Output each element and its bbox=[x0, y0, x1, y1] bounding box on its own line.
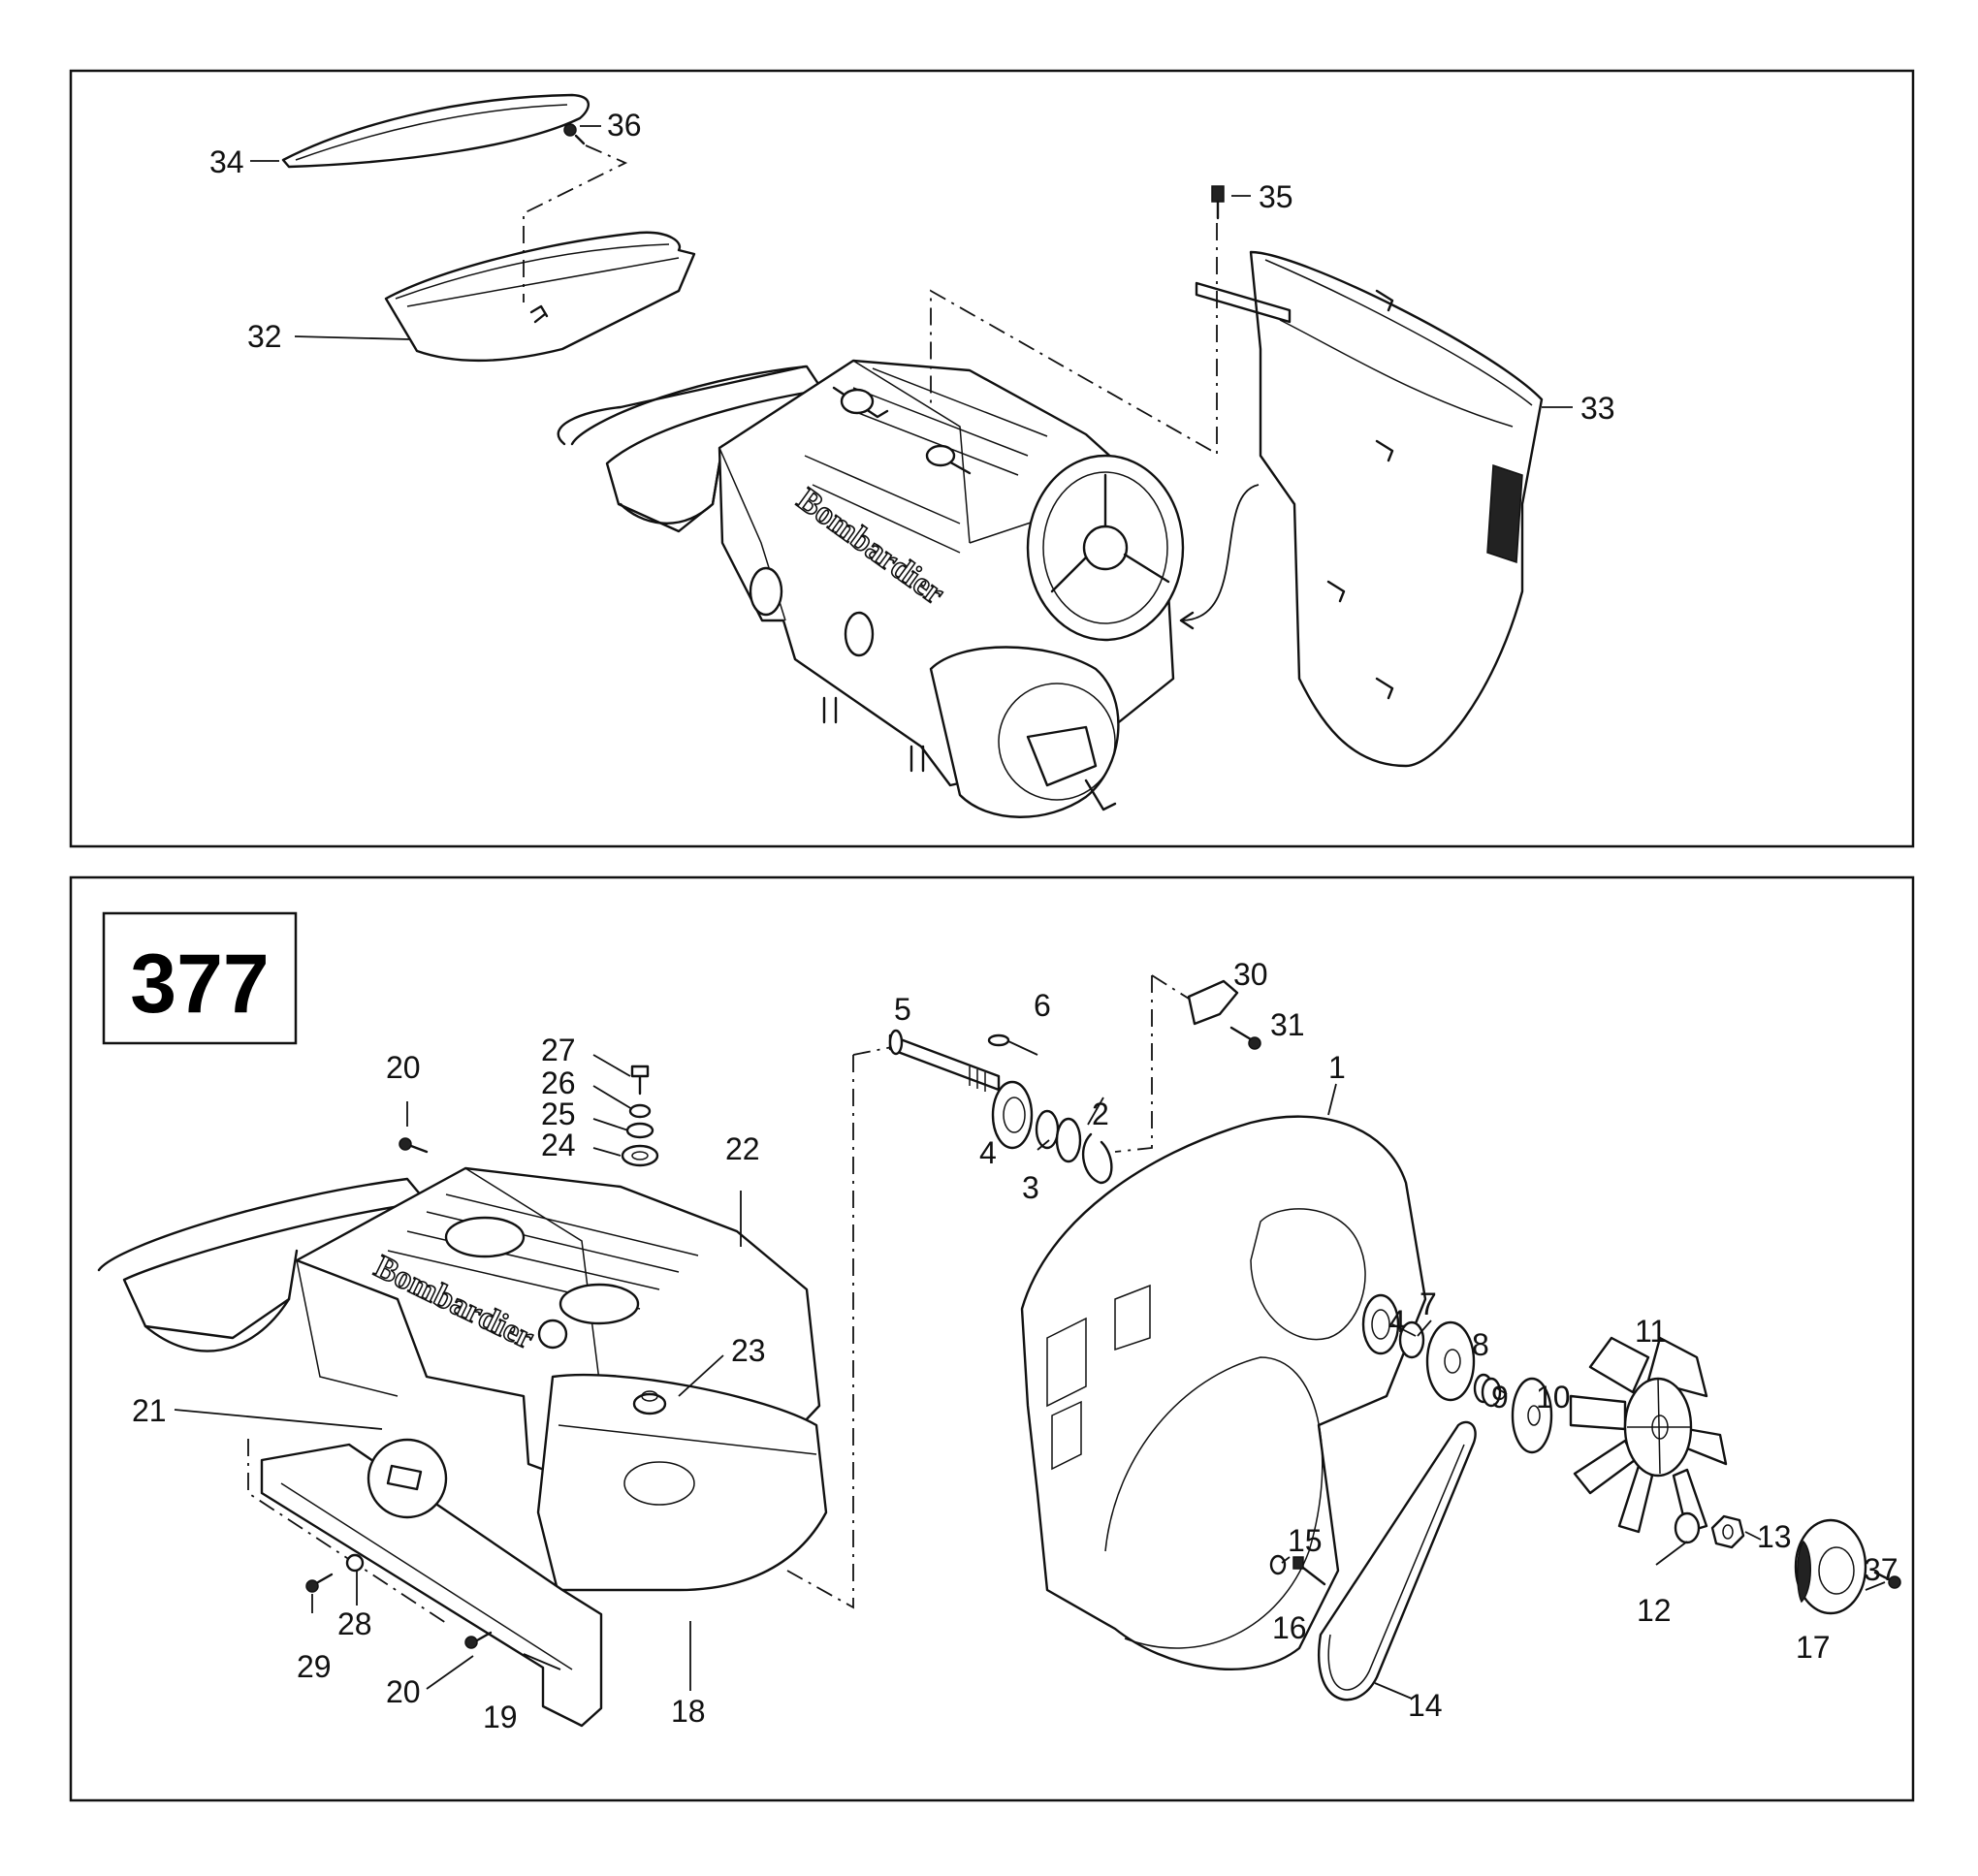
part-2-circlip bbox=[1081, 1132, 1113, 1185]
callout-10: 10 bbox=[1536, 1380, 1571, 1415]
part-11-fan bbox=[1569, 1336, 1728, 1534]
callout-33: 33 bbox=[1580, 391, 1615, 426]
part-23-grommet bbox=[632, 1390, 667, 1415]
part-5-shaft bbox=[888, 1029, 1001, 1092]
callout-36: 36 bbox=[607, 108, 642, 143]
callout-29: 29 bbox=[297, 1649, 332, 1684]
figure-number: 377 bbox=[130, 938, 270, 1031]
part-15-washer bbox=[1269, 1554, 1287, 1575]
callout-3: 3 bbox=[1022, 1170, 1039, 1205]
callout-21: 21 bbox=[132, 1393, 167, 1428]
callout-16: 16 bbox=[1272, 1610, 1307, 1645]
part-13-nut bbox=[1710, 1514, 1745, 1549]
callout-1: 1 bbox=[1328, 1050, 1346, 1085]
callout-34: 34 bbox=[209, 144, 244, 179]
part-9-shims bbox=[1473, 1373, 1502, 1408]
callout-31: 31 bbox=[1270, 1007, 1305, 1042]
engine-assembly-top: Bombardier bbox=[557, 359, 1185, 818]
part-12-washer bbox=[1674, 1511, 1701, 1544]
callout-37: 37 bbox=[1864, 1552, 1898, 1587]
callout-19: 19 bbox=[483, 1700, 518, 1734]
part-4-bearing-upper bbox=[991, 1080, 1034, 1150]
part-4-bearing-lower bbox=[1361, 1293, 1400, 1355]
part-28-washer bbox=[345, 1553, 365, 1573]
callout-26: 26 bbox=[541, 1065, 576, 1100]
bottom-panel-frame bbox=[69, 875, 1915, 1802]
callout-4-lower: 4 bbox=[1388, 1304, 1406, 1339]
part-32-cover bbox=[384, 231, 696, 363]
callout-17: 17 bbox=[1796, 1630, 1831, 1665]
part-14-belt bbox=[1318, 1420, 1477, 1701]
callout-9: 9 bbox=[1491, 1380, 1509, 1415]
part-36-screw bbox=[563, 123, 586, 145]
part-16-bolt bbox=[1292, 1556, 1326, 1586]
part-1-fan-housing bbox=[1020, 1115, 1427, 1670]
callout-30: 30 bbox=[1233, 957, 1268, 992]
callout-24: 24 bbox=[541, 1128, 576, 1162]
part-35-screw bbox=[1211, 185, 1225, 220]
callout-18: 18 bbox=[671, 1694, 706, 1729]
callout-25: 25 bbox=[541, 1097, 576, 1131]
callout-20-bottom: 20 bbox=[386, 1674, 421, 1709]
part-6-key bbox=[987, 1033, 1010, 1047]
callout-12: 12 bbox=[1637, 1593, 1672, 1628]
part-29-screw bbox=[305, 1573, 334, 1593]
callout-2: 2 bbox=[1092, 1097, 1109, 1131]
part-37-screw bbox=[1873, 1571, 1901, 1589]
top-panel-frame bbox=[69, 69, 1915, 848]
callout-14: 14 bbox=[1408, 1688, 1443, 1723]
engine-assembly-bottom: Bombardier bbox=[97, 1166, 828, 1592]
part-30-clip bbox=[1187, 979, 1239, 1026]
callout-5: 5 bbox=[894, 992, 911, 1027]
callout-22: 22 bbox=[725, 1131, 760, 1166]
part-31-screw bbox=[1229, 1026, 1261, 1050]
part-20-screw-lower bbox=[464, 1631, 493, 1649]
callout-4-upper: 4 bbox=[979, 1135, 997, 1170]
part-19-bracket bbox=[260, 1438, 603, 1728]
part-24-27-stack bbox=[621, 1065, 659, 1167]
part-8-pulley-half bbox=[1425, 1320, 1476, 1402]
callout-6: 6 bbox=[1034, 988, 1051, 1023]
callout-8: 8 bbox=[1472, 1327, 1489, 1362]
callout-11: 11 bbox=[1635, 1314, 1667, 1349]
figure-number-box: 377 bbox=[102, 911, 298, 1045]
part-17-cap bbox=[1794, 1518, 1867, 1615]
callout-35: 35 bbox=[1259, 179, 1293, 214]
part-20-screw-upper bbox=[399, 1137, 429, 1154]
callout-23: 23 bbox=[731, 1333, 766, 1368]
callout-27: 27 bbox=[541, 1033, 576, 1067]
callout-32: 32 bbox=[247, 319, 282, 354]
callout-7: 7 bbox=[1420, 1287, 1437, 1321]
part-34-trim-strip bbox=[281, 93, 590, 169]
part-33-fan-shroud bbox=[1195, 250, 1544, 768]
callout-15: 15 bbox=[1288, 1523, 1323, 1558]
callout-13: 13 bbox=[1757, 1519, 1792, 1554]
part-10-pulley-half bbox=[1511, 1377, 1553, 1454]
callout-20-top: 20 bbox=[386, 1050, 421, 1085]
part-3-spacer-2 bbox=[1055, 1117, 1082, 1163]
callout-28: 28 bbox=[337, 1606, 372, 1641]
